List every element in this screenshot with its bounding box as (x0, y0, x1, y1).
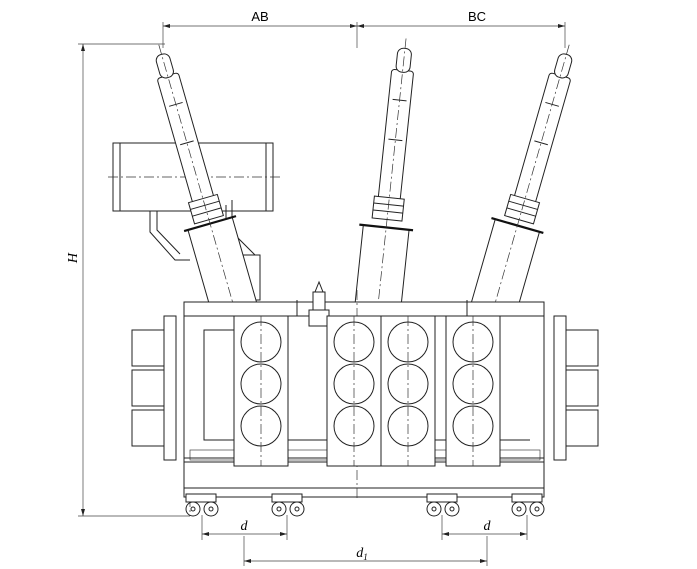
dimension-ab-bc: AB BC (162, 9, 566, 48)
bushing-b (352, 38, 414, 330)
radiator-left (131, 315, 177, 461)
bushing-c (467, 44, 573, 329)
cooler-panel-4 (445, 315, 501, 467)
bushing-a (155, 44, 261, 327)
bc-label: BC (468, 9, 486, 24)
cooler-panel-3 (380, 315, 436, 467)
d1-label: d1 (356, 546, 368, 562)
dimension-height: H (66, 43, 190, 517)
d-right-label: d (484, 519, 492, 534)
cooler-panel-1 (233, 315, 289, 467)
wheel-set-right (426, 493, 545, 517)
height-label: H (66, 252, 81, 264)
wheel-set-left (185, 493, 305, 517)
d-left-label: d (241, 519, 249, 534)
ab-label: AB (251, 9, 268, 24)
cooler-panel-2 (326, 315, 382, 467)
radiator-right (553, 315, 599, 461)
dimension-wheel-gauge: d d d1 (201, 515, 528, 566)
